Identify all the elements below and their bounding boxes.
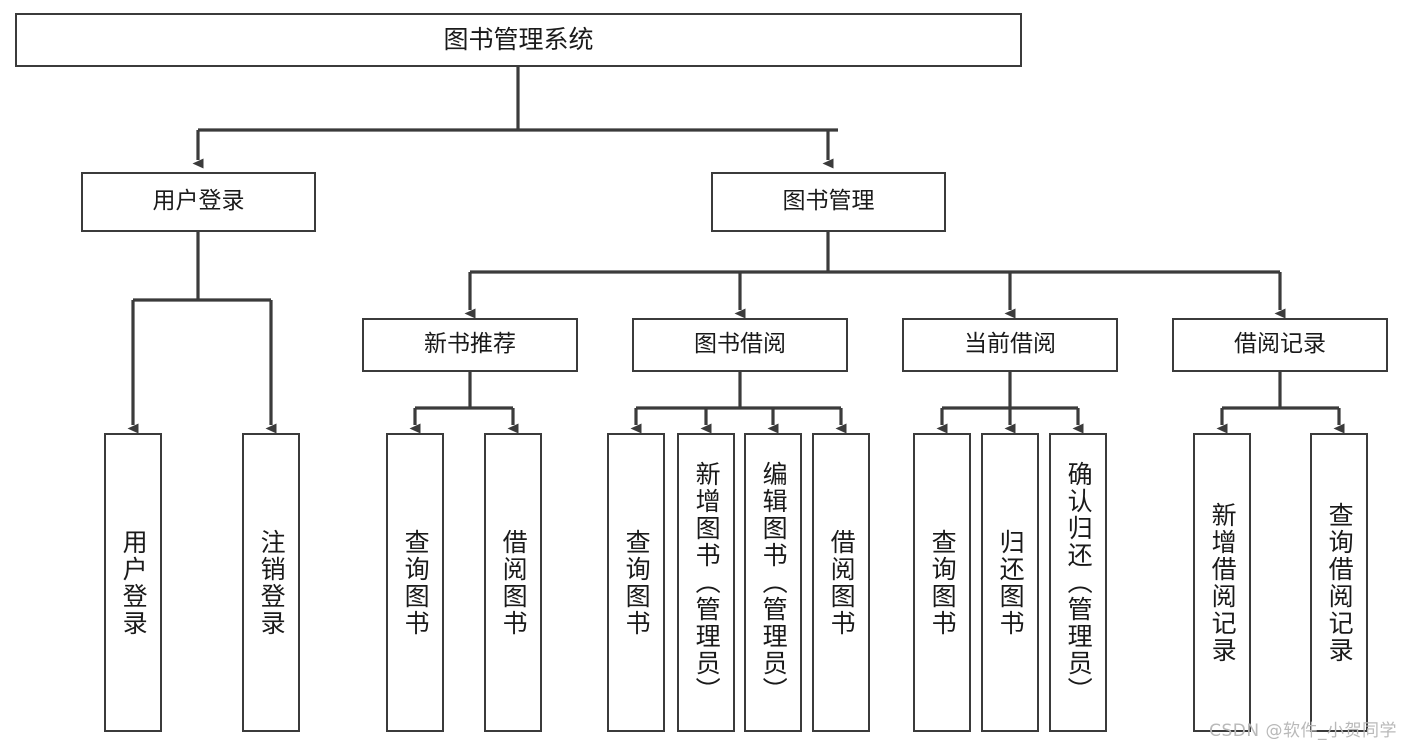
leaf-record-query-record[interactable]: 查询借阅记录 bbox=[1310, 433, 1368, 732]
leaf-label: 查询图书 bbox=[401, 528, 431, 637]
leaf-label: 查询图书 bbox=[928, 528, 958, 637]
leaf-current-query-book[interactable]: 查询图书 bbox=[913, 433, 971, 732]
leaf-label: 新增图书（管理员） bbox=[692, 461, 722, 704]
leaf-user-login-signin[interactable]: 用户登录 bbox=[104, 433, 162, 732]
node-current-borrow-label: 当前借阅 bbox=[964, 331, 1056, 358]
leaf-recommend-query-book[interactable]: 查询图书 bbox=[386, 433, 444, 732]
node-user-login[interactable]: 用户登录 bbox=[81, 172, 316, 232]
leaf-label: 借阅图书 bbox=[499, 528, 529, 637]
leaf-borrow-query-book[interactable]: 查询图书 bbox=[607, 433, 665, 732]
node-root[interactable]: 图书管理系统 bbox=[15, 13, 1022, 67]
leaf-current-confirm-return-admin[interactable]: 确认归还（管理员） bbox=[1049, 433, 1107, 732]
leaf-label: 确认归还（管理员） bbox=[1064, 461, 1094, 704]
leaf-current-return-book[interactable]: 归还图书 bbox=[981, 433, 1039, 732]
node-new-book-recommend[interactable]: 新书推荐 bbox=[362, 318, 578, 372]
leaf-borrow-add-book-admin[interactable]: 新增图书（管理员） bbox=[677, 433, 735, 732]
node-borrow-record-label: 借阅记录 bbox=[1234, 331, 1326, 358]
node-current-borrow[interactable]: 当前借阅 bbox=[902, 318, 1118, 372]
leaf-label: 归还图书 bbox=[996, 528, 1026, 637]
leaf-record-add-record[interactable]: 新增借阅记录 bbox=[1193, 433, 1251, 732]
leaf-borrow-edit-book-admin[interactable]: 编辑图书（管理员） bbox=[744, 433, 802, 732]
leaf-borrow-borrow-book[interactable]: 借阅图书 bbox=[812, 433, 870, 732]
leaf-label: 注销登录 bbox=[257, 528, 287, 637]
leaf-label: 查询图书 bbox=[622, 528, 652, 637]
node-book-management[interactable]: 图书管理 bbox=[711, 172, 946, 232]
node-user-login-label: 用户登录 bbox=[152, 188, 245, 215]
node-new-book-recommend-label: 新书推荐 bbox=[424, 331, 516, 358]
node-root-label: 图书管理系统 bbox=[443, 25, 594, 55]
node-borrow-record[interactable]: 借阅记录 bbox=[1172, 318, 1388, 372]
leaf-recommend-borrow-book[interactable]: 借阅图书 bbox=[484, 433, 542, 732]
leaf-label: 查询借阅记录 bbox=[1325, 501, 1355, 664]
leaf-label: 借阅图书 bbox=[827, 528, 857, 637]
node-book-management-label: 图书管理 bbox=[782, 188, 875, 215]
node-book-borrow[interactable]: 图书借阅 bbox=[632, 318, 848, 372]
leaf-label: 新增借阅记录 bbox=[1208, 501, 1238, 664]
leaf-label: 编辑图书（管理员） bbox=[759, 461, 789, 704]
leaf-label: 用户登录 bbox=[119, 528, 149, 637]
node-book-borrow-label: 图书借阅 bbox=[694, 331, 786, 358]
leaf-user-login-signout[interactable]: 注销登录 bbox=[242, 433, 300, 732]
